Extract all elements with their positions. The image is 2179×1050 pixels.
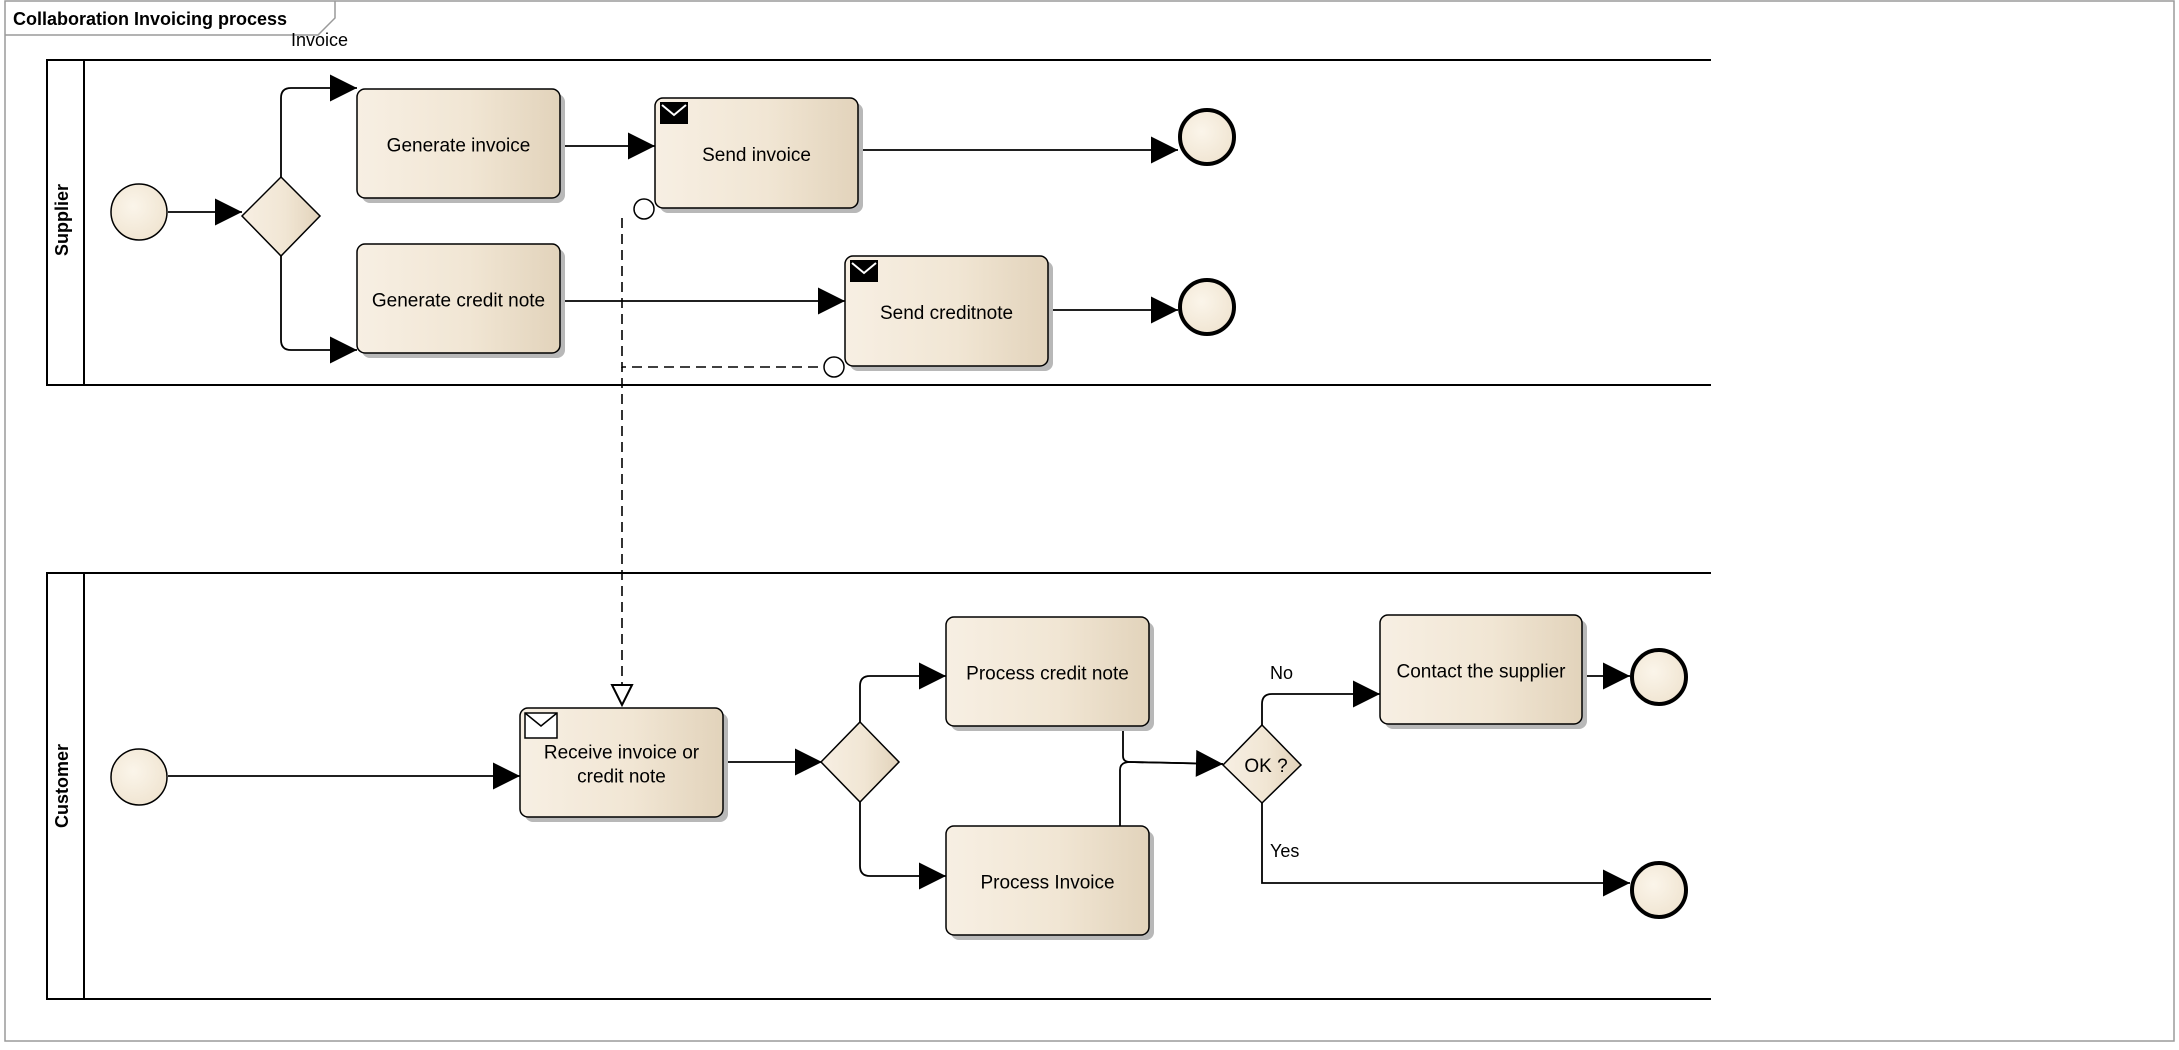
frame-title: Collaboration Invoicing process xyxy=(13,9,287,29)
task-box xyxy=(945,825,1150,936)
pool-label-customer: Customer xyxy=(52,744,72,828)
task-label: Process Invoice xyxy=(980,873,1114,894)
task-label: credit note xyxy=(577,767,666,788)
gateway-customer-split[interactable] xyxy=(819,720,901,804)
gateway-ok-label: OK ? xyxy=(1244,756,1287,777)
flow-label-yes: Yes xyxy=(1270,841,1299,861)
gateway-supplier-split[interactable] xyxy=(240,175,322,258)
end-event-send-invoice[interactable] xyxy=(1178,108,1236,166)
customer-flows xyxy=(168,662,1630,897)
task-box xyxy=(1379,614,1583,725)
task-generate-invoice[interactable]: Generate invoice xyxy=(356,88,565,203)
task-receive-invoice[interactable]: Receive invoice or credit note xyxy=(519,707,728,822)
flow-process-credit-note-to-ok xyxy=(1122,727,1224,777)
task-box xyxy=(519,707,724,818)
task-label: Send invoice xyxy=(702,145,811,166)
message-flow-label: Invoice xyxy=(291,30,348,50)
task-generate-credit-note[interactable]: Generate credit note xyxy=(356,243,565,358)
pool-supplier[interactable]: Supplier xyxy=(46,59,1711,386)
end-event-send-creditnote[interactable] xyxy=(1178,278,1236,336)
task-box xyxy=(356,88,561,199)
send-message-icon xyxy=(850,260,878,282)
task-label: Generate credit note xyxy=(372,291,545,312)
pool-label-supplier: Supplier xyxy=(52,184,72,256)
end-event-yes[interactable] xyxy=(1630,861,1688,919)
task-label: Contact the supplier xyxy=(1397,662,1567,683)
message-origin-send-creditnote xyxy=(823,356,845,378)
flow-process-invoice-to-ok xyxy=(1119,761,1224,826)
task-process-credit-note[interactable]: Process credit note xyxy=(945,616,1154,731)
task-process-invoice[interactable]: Process Invoice xyxy=(945,825,1154,940)
flow-ok-no-to-contact xyxy=(1261,680,1380,725)
flow-gateway-to-process-credit-note xyxy=(859,662,946,722)
gateway-ok[interactable]: OK ? xyxy=(1221,723,1303,805)
task-label: Process credit note xyxy=(966,664,1129,685)
start-event-customer[interactable] xyxy=(110,748,168,806)
task-label: Receive invoice or xyxy=(544,743,700,764)
task-send-creditnote[interactable]: Send creditnote xyxy=(844,255,1053,371)
task-box xyxy=(945,616,1150,727)
message-flow-invoice xyxy=(622,198,845,705)
message-origin-send-invoice xyxy=(633,198,655,220)
diagram-frame: Collaboration Invoicing process xyxy=(4,0,2175,1042)
task-box xyxy=(844,255,1049,367)
task-box xyxy=(356,243,561,354)
end-event-contact[interactable] xyxy=(1630,648,1688,706)
supplier-flows xyxy=(168,74,1178,364)
flow-gateway-to-process-invoice xyxy=(859,802,946,890)
receive-message-icon xyxy=(524,712,558,739)
flow-ok-yes-to-end xyxy=(1261,803,1630,897)
flow-gateway-to-generate-invoice xyxy=(280,74,357,177)
task-box xyxy=(654,97,859,209)
flow-gateway-to-generate-credit-note xyxy=(280,256,357,364)
flow-label-no: No xyxy=(1270,663,1293,683)
send-message-icon xyxy=(660,102,688,124)
task-label: Generate invoice xyxy=(387,136,531,157)
task-label: Send creditnote xyxy=(880,303,1013,324)
pool-customer[interactable]: Customer xyxy=(46,572,1711,1000)
start-event-supplier[interactable] xyxy=(110,183,168,241)
task-contact-supplier[interactable]: Contact the supplier xyxy=(1379,614,1587,729)
task-send-invoice[interactable]: Send invoice xyxy=(654,97,863,213)
